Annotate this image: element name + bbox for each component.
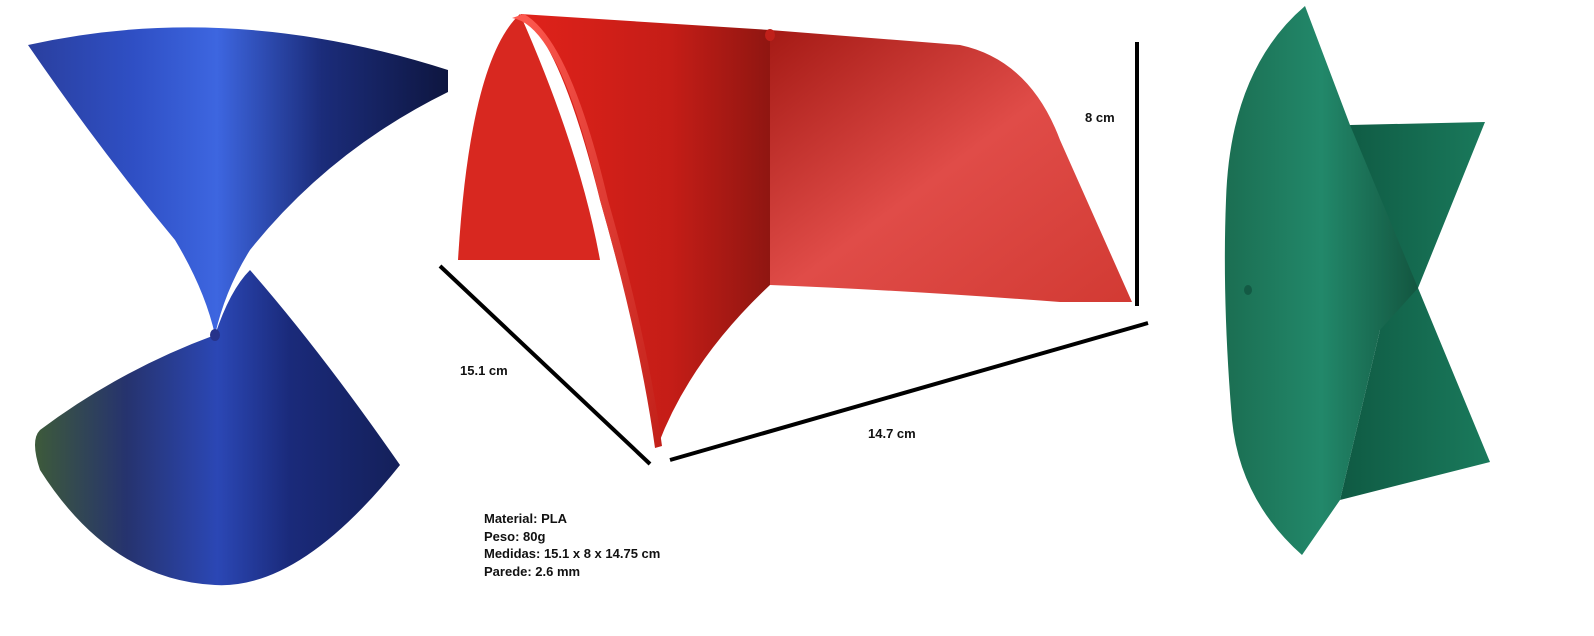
spec-list: Material: PLA Peso: 80g Medidas: 15.1 x … bbox=[484, 510, 660, 580]
red-saddle-model bbox=[458, 14, 1132, 448]
depth-dimension-line bbox=[438, 264, 652, 466]
width-dimension-line bbox=[669, 321, 1149, 462]
depth-label: 15.1 cm bbox=[460, 363, 508, 378]
spec-measures: Medidas: 15.1 x 8 x 14.75 cm bbox=[484, 546, 661, 561]
blue-cone-model bbox=[28, 27, 448, 586]
dimension-lines bbox=[438, 42, 1149, 466]
spec-weight: Peso: 80g bbox=[484, 528, 546, 544]
green-star-model bbox=[1224, 6, 1490, 555]
spec-material: Material: PLA bbox=[484, 511, 568, 526]
spec-wall: Parede: 2.6 mm bbox=[484, 563, 581, 579]
width-label: 14.7 cm bbox=[868, 426, 916, 441]
height-label: 8 cm bbox=[1085, 110, 1115, 125]
